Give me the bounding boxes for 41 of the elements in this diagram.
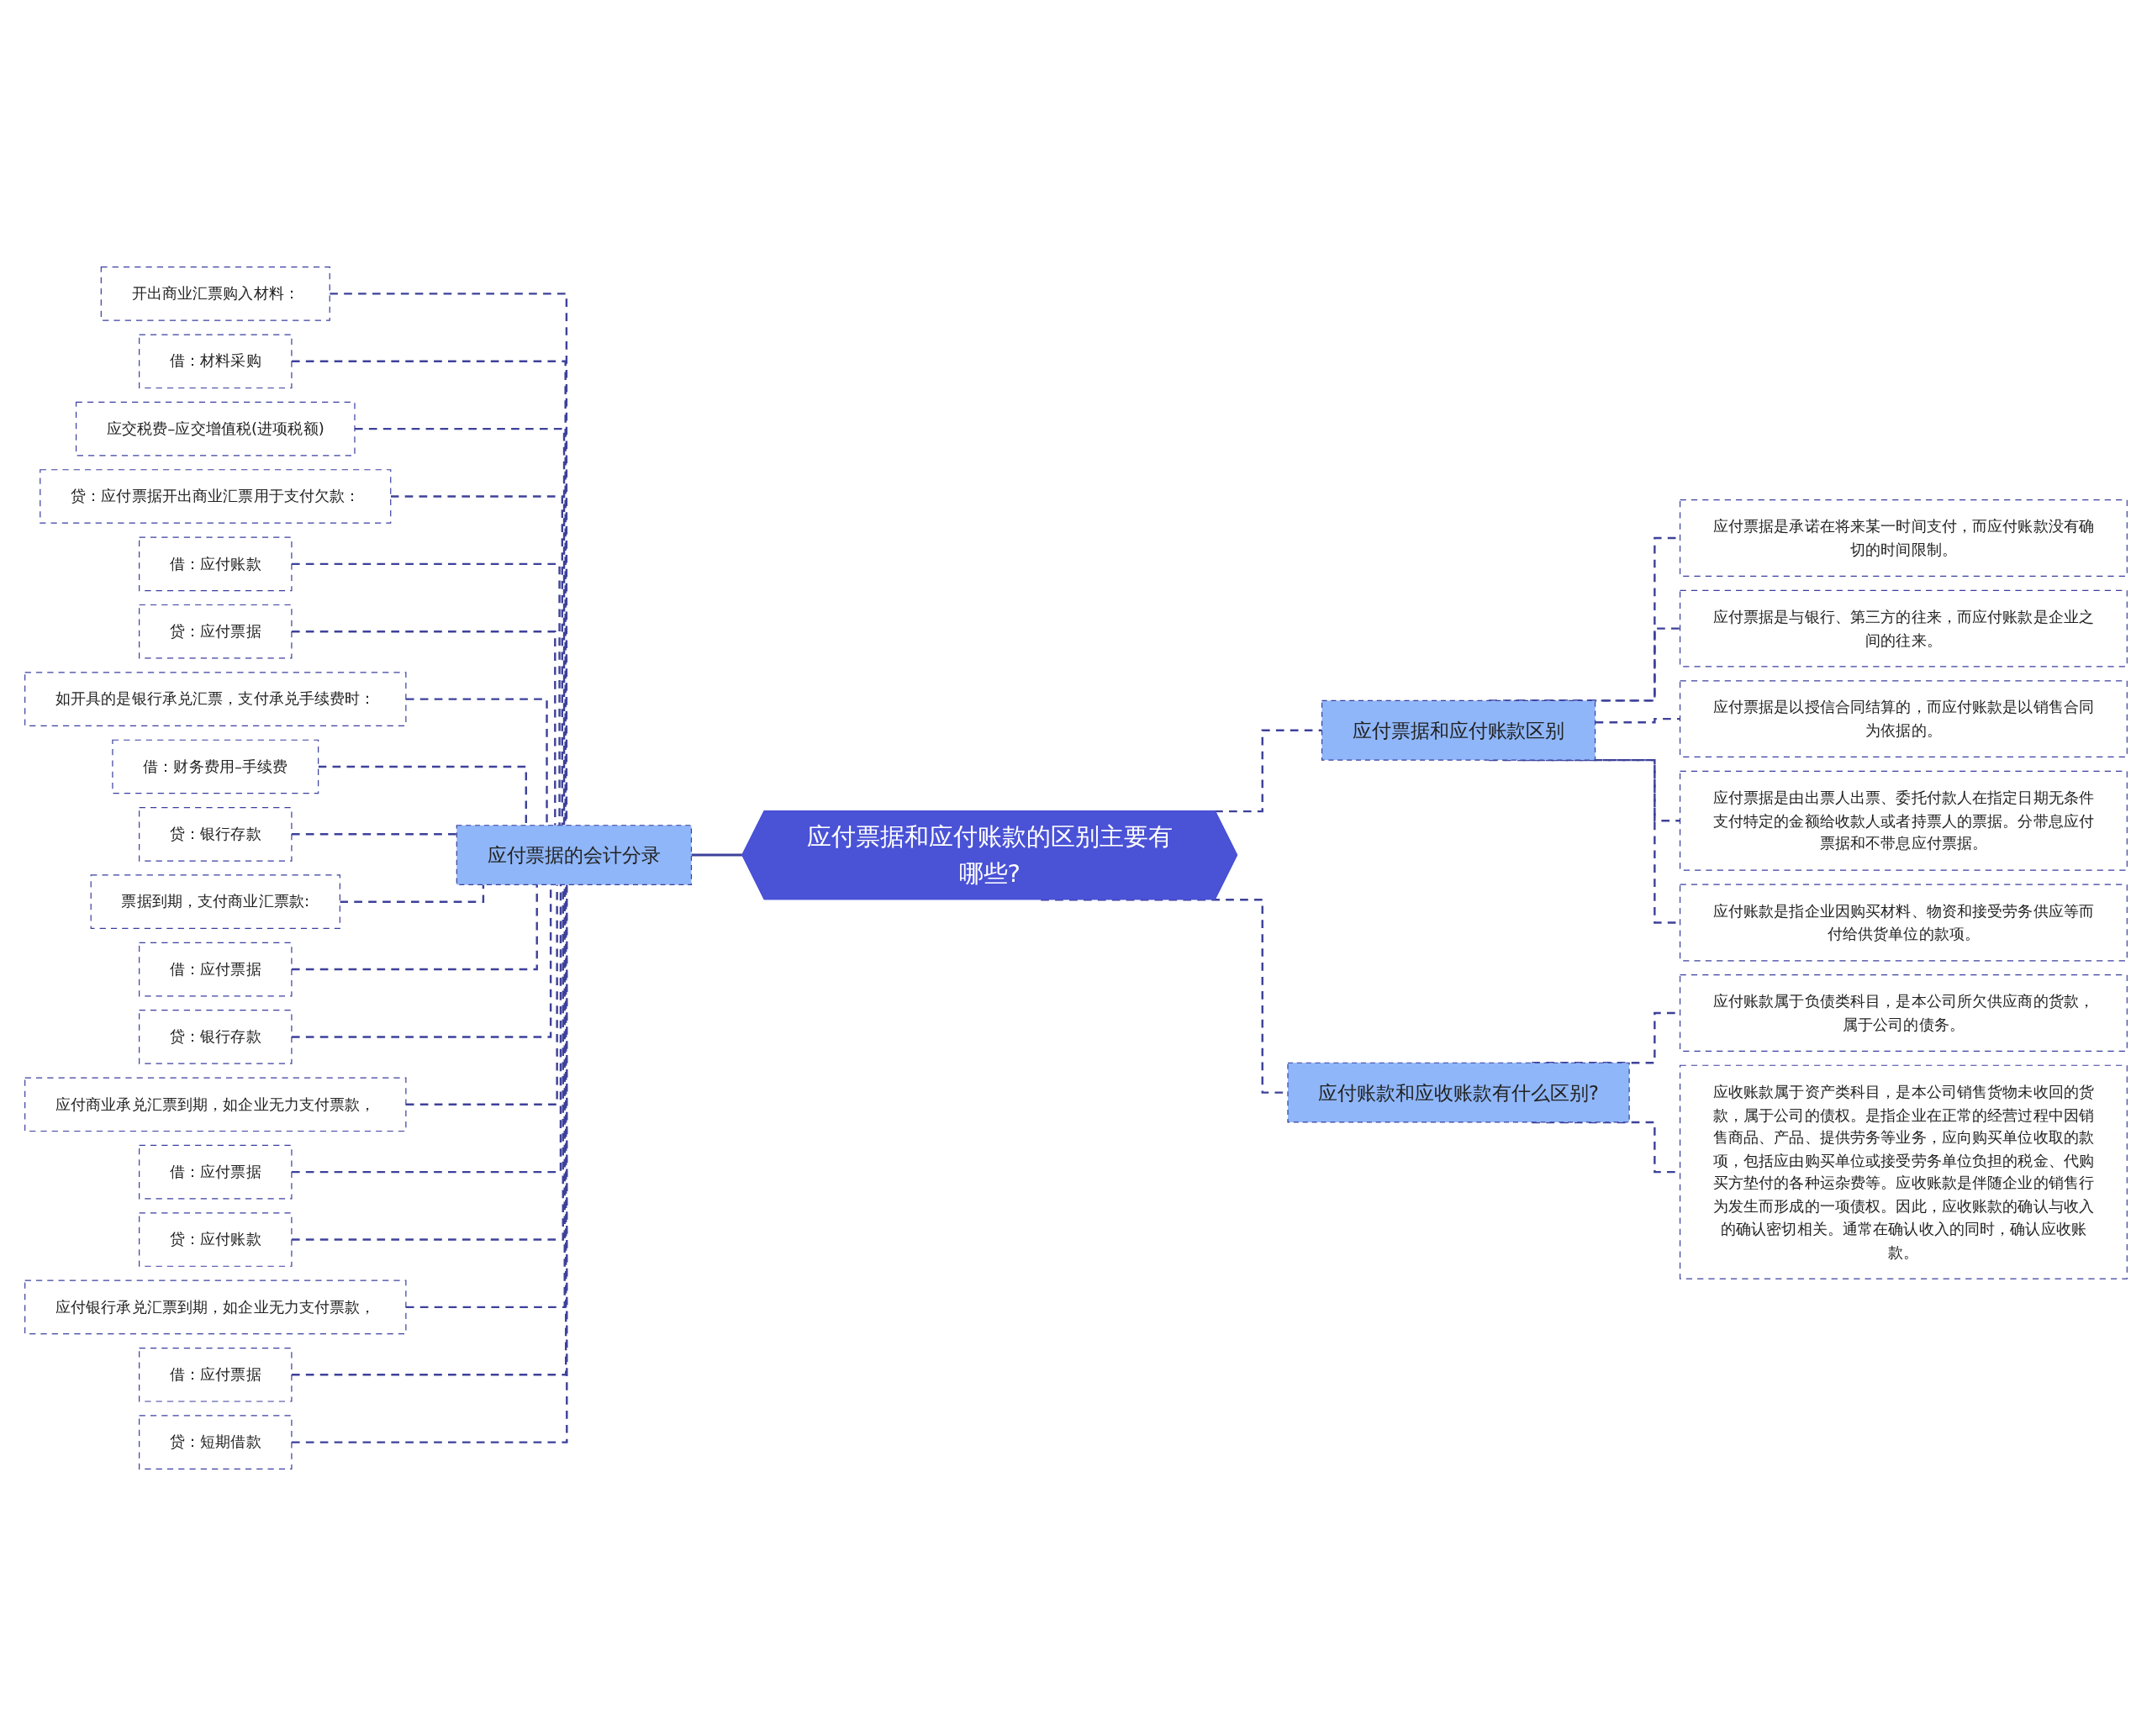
node-box xyxy=(100,266,330,321)
node-box xyxy=(1679,770,2128,871)
node-box xyxy=(112,739,319,794)
node-box xyxy=(1679,589,2128,667)
node-box xyxy=(456,825,693,886)
node-box xyxy=(139,604,293,659)
connector xyxy=(691,853,744,857)
node-box xyxy=(1679,680,2128,758)
connector xyxy=(340,884,485,903)
node-box xyxy=(90,874,340,929)
connector xyxy=(291,631,556,826)
node-box xyxy=(139,536,293,592)
connector xyxy=(291,884,564,1241)
node-box xyxy=(1679,499,2128,577)
connector xyxy=(330,293,568,826)
node-box xyxy=(1679,884,2128,962)
connector xyxy=(355,427,566,826)
connector xyxy=(291,562,561,826)
node-box xyxy=(139,1010,293,1064)
node-box xyxy=(139,1144,293,1200)
node-box xyxy=(1679,1064,2128,1280)
connector xyxy=(318,765,527,826)
node-box xyxy=(24,1077,407,1132)
node-box xyxy=(75,401,356,456)
node-box xyxy=(24,672,407,726)
connector xyxy=(291,360,567,826)
node-box xyxy=(24,1280,407,1335)
node-box xyxy=(139,334,293,389)
node-box xyxy=(1321,699,1596,761)
node-box xyxy=(139,1347,293,1402)
node-box xyxy=(139,807,293,862)
connector xyxy=(291,884,552,1038)
connector xyxy=(291,884,538,971)
node-box xyxy=(139,1212,293,1267)
node-box xyxy=(1679,974,2128,1052)
node-box xyxy=(139,942,293,997)
node-box xyxy=(40,469,392,524)
node-box xyxy=(1287,1062,1630,1123)
connector xyxy=(390,495,563,826)
node-box xyxy=(139,1415,293,1470)
connector xyxy=(291,884,562,1174)
